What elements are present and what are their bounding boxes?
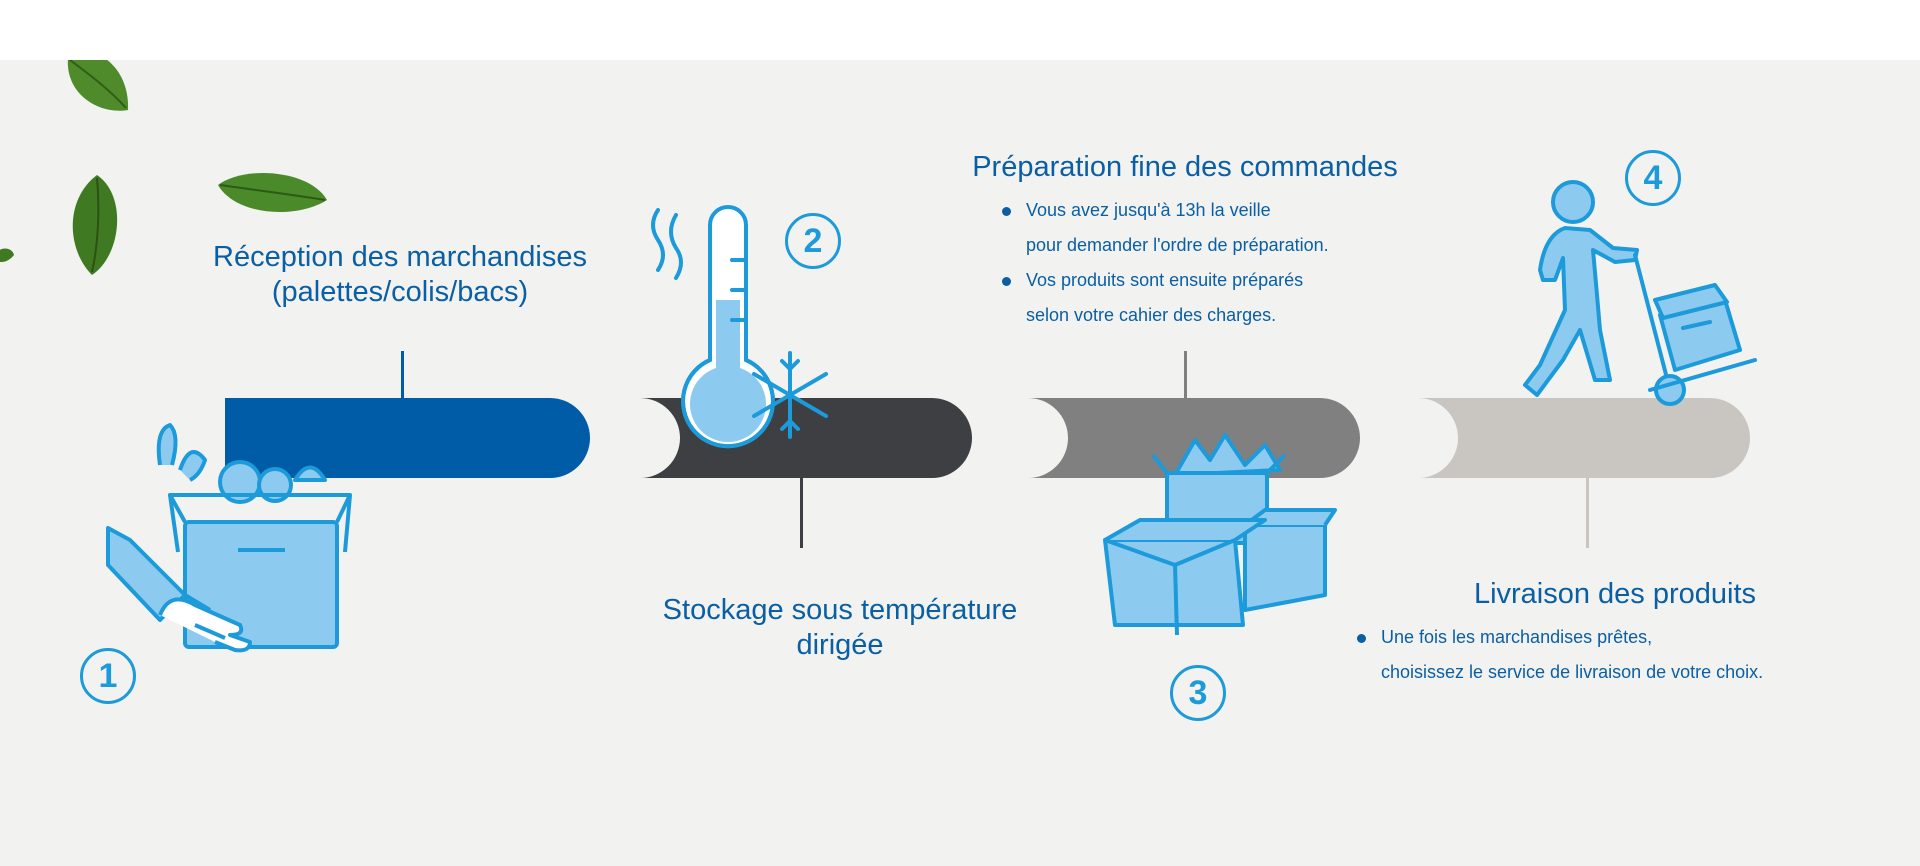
basil-leaf-icon xyxy=(0,248,14,262)
bullet-item: Vos produits sont ensuite préparés selon… xyxy=(1002,263,1442,333)
step-3-title-line: Préparation fine des commandes xyxy=(972,151,1398,183)
step-2-title: Stockage sous température dirigée xyxy=(600,593,1080,663)
bullet-line: Vos produits sont ensuite préparés xyxy=(1026,270,1304,290)
bullet-line: Vous avez jusqu'à 13h la veille xyxy=(1026,200,1271,220)
process-diagram: Réception des marchandises (palettes/col… xyxy=(0,60,1920,866)
bullet-item: Une fois les marchandises prêtes, choisi… xyxy=(1357,620,1857,690)
process-bands xyxy=(225,351,1750,548)
bullet-line: Une fois les marchandises prêtes, xyxy=(1381,627,1653,647)
step-4-number: 4 xyxy=(1625,150,1681,206)
bullet-line: selon votre cahier des charges. xyxy=(1026,305,1277,325)
step-4-bullets: Une fois les marchandises prêtes, choisi… xyxy=(1357,620,1857,690)
band-step-1 xyxy=(225,351,590,478)
bullet-line: pour demander l'ordre de préparation. xyxy=(1026,235,1329,255)
step-3-bullets: Vous avez jusqu'à 13h la veille pour dem… xyxy=(1002,193,1442,333)
stacked-boxes-icon xyxy=(1103,433,1337,636)
thermometer-snowflake-icon xyxy=(651,205,828,449)
person-with-hand-truck-icon xyxy=(1523,180,1757,406)
step-1-title: Réception des marchandises (palettes/col… xyxy=(150,240,650,310)
basil-leaf-icon xyxy=(72,175,118,275)
step-4-title-line: Livraison des produits xyxy=(1473,578,1757,610)
step-1-number: 1 xyxy=(80,648,136,704)
box-with-vegetables-and-hand-icon xyxy=(106,423,352,653)
step-3-number: 3 xyxy=(1170,665,1226,721)
bullet-item: Vous avez jusqu'à 13h la veille pour dem… xyxy=(1002,193,1442,263)
step-2-number: 2 xyxy=(785,213,841,269)
bullet-line: choisissez le service de livraison de vo… xyxy=(1381,662,1764,682)
band-step-4 xyxy=(1418,398,1750,548)
band-step-3 xyxy=(1028,351,1360,478)
step-2-title-line: dirigée xyxy=(796,629,884,661)
basil-leaf-icon xyxy=(218,173,327,212)
step-4-title: Livraison des produits xyxy=(1400,577,1830,612)
basil-leaf-icon xyxy=(68,60,129,111)
step-3-title: Préparation fine des commandes xyxy=(900,150,1470,185)
step-1-title-line: (palettes/colis/bacs) xyxy=(271,276,529,308)
step-1-title-line: Réception des marchandises xyxy=(213,241,587,273)
step-2-title-line: Stockage sous température xyxy=(662,594,1018,626)
